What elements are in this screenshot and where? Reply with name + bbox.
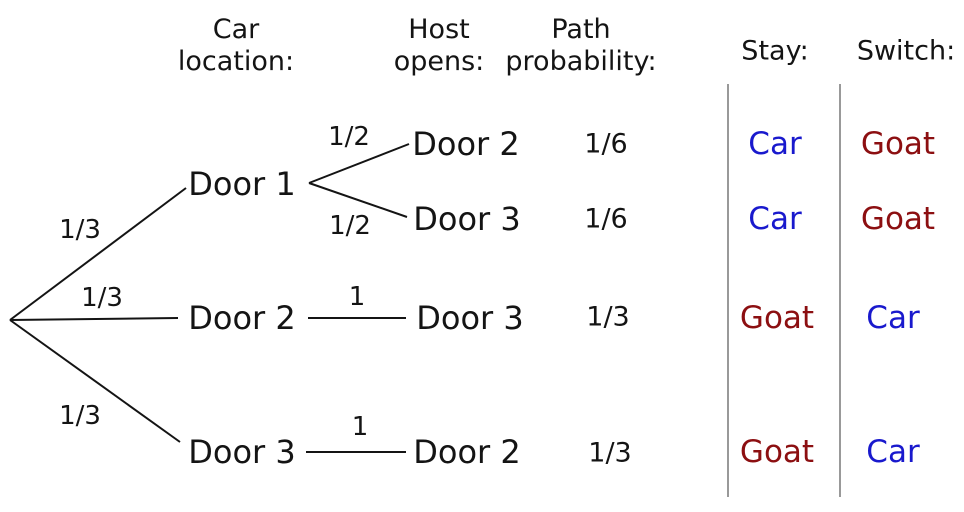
- edge-probability-path-3: 1: [351, 412, 369, 442]
- node-car-door3: Door 3: [188, 433, 296, 471]
- header-path-probability: Path probability:: [505, 14, 657, 77]
- path-probability-0: 1/6: [584, 128, 628, 160]
- path-probability-3: 1/3: [588, 437, 632, 469]
- switch-value: Goat: [860, 126, 936, 162]
- node-host-path-2: Door 3: [416, 299, 524, 337]
- node-car-door1: Door 1: [188, 165, 296, 203]
- branch-door1-door3: [308, 182, 408, 218]
- stay-value: Goat: [739, 434, 815, 470]
- stay-value: Car: [748, 126, 802, 162]
- edge-probability-root-door3: 1/3: [59, 401, 101, 431]
- header-host-opens: Host opens:: [393, 14, 485, 77]
- branch-root-door2: [9, 317, 179, 321]
- header-switch: Switch:: [856, 35, 956, 67]
- edge-probability-path-2: 1: [348, 282, 366, 312]
- path-probability-1: 1/6: [584, 203, 628, 235]
- switch-value: Car: [866, 300, 920, 336]
- node-host-path-1: Door 3: [413, 200, 521, 238]
- edge-probability-root-door2: 1/3: [81, 283, 123, 313]
- header-stay: Stay:: [741, 35, 809, 67]
- switch-value: Goat: [860, 201, 936, 237]
- stay-value: Car: [748, 201, 802, 237]
- edge-probability-path-1: 1/2: [329, 211, 371, 241]
- header-car-location: Car location:: [177, 14, 295, 77]
- branch-root-door3: [9, 319, 181, 443]
- edge-probability-root-door1: 1/3: [59, 215, 101, 245]
- path-probability-2: 1/3: [586, 301, 630, 333]
- node-host-path-3: Door 2: [413, 433, 521, 471]
- branch-door1-door2: [308, 143, 410, 184]
- node-host-path-0: Door 2: [412, 125, 520, 163]
- switch-value: Car: [866, 434, 920, 470]
- edge-probability-path-0: 1/2: [328, 122, 370, 152]
- branch-root-door1: [9, 187, 187, 321]
- node-car-door2: Door 2: [188, 299, 296, 337]
- stay-value: Goat: [739, 300, 815, 336]
